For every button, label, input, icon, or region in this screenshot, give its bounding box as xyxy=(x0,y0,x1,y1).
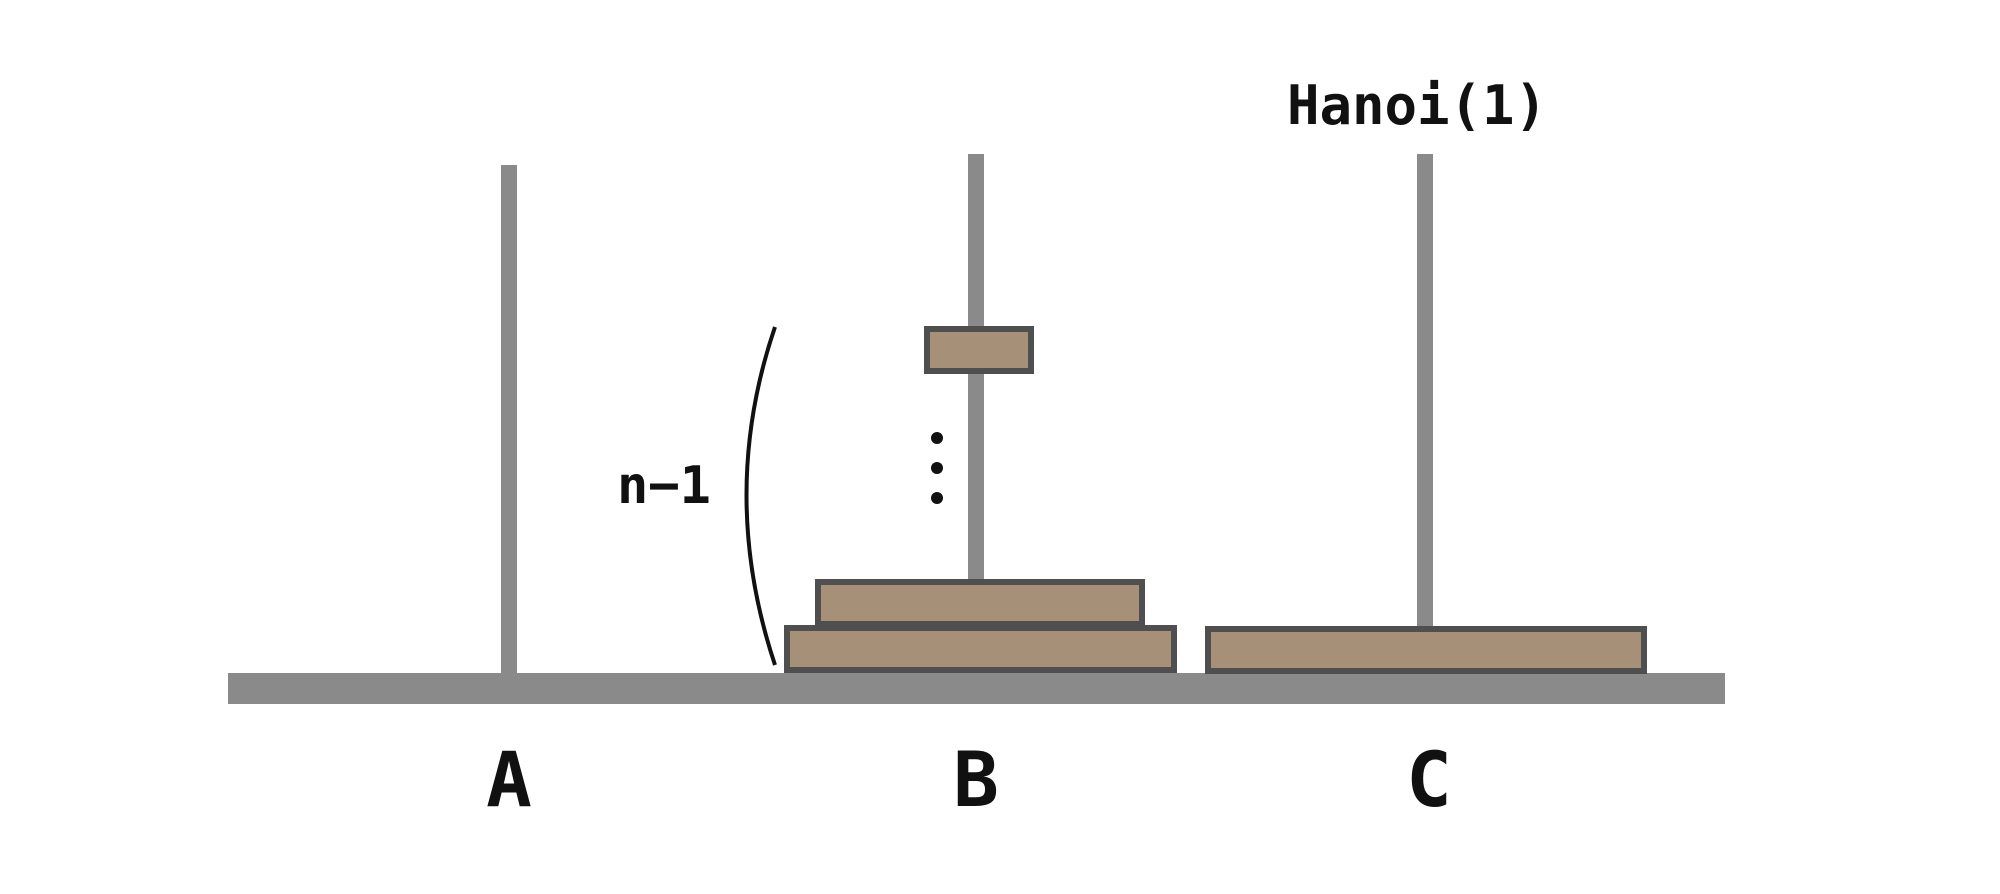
rod-label-a: A xyxy=(486,735,532,824)
disk-b-top xyxy=(924,326,1034,374)
rod-label-c: C xyxy=(1406,735,1452,824)
n-minus-1-bracket xyxy=(744,326,777,666)
bracket-label: n−1 xyxy=(617,456,711,516)
ellipsis-dot xyxy=(931,432,943,444)
disk-c-largest xyxy=(1205,626,1647,674)
disk-b-bottom xyxy=(784,625,1177,673)
rod-c xyxy=(1417,154,1433,629)
rod-label-b: B xyxy=(953,735,999,824)
ellipsis-dot xyxy=(931,462,943,474)
disk-b-second xyxy=(815,579,1145,627)
rod-a xyxy=(501,165,517,673)
base-platform xyxy=(228,673,1725,704)
ellipsis-dot xyxy=(931,492,943,504)
hanoi-title: Hanoi(1) xyxy=(1287,74,1547,137)
